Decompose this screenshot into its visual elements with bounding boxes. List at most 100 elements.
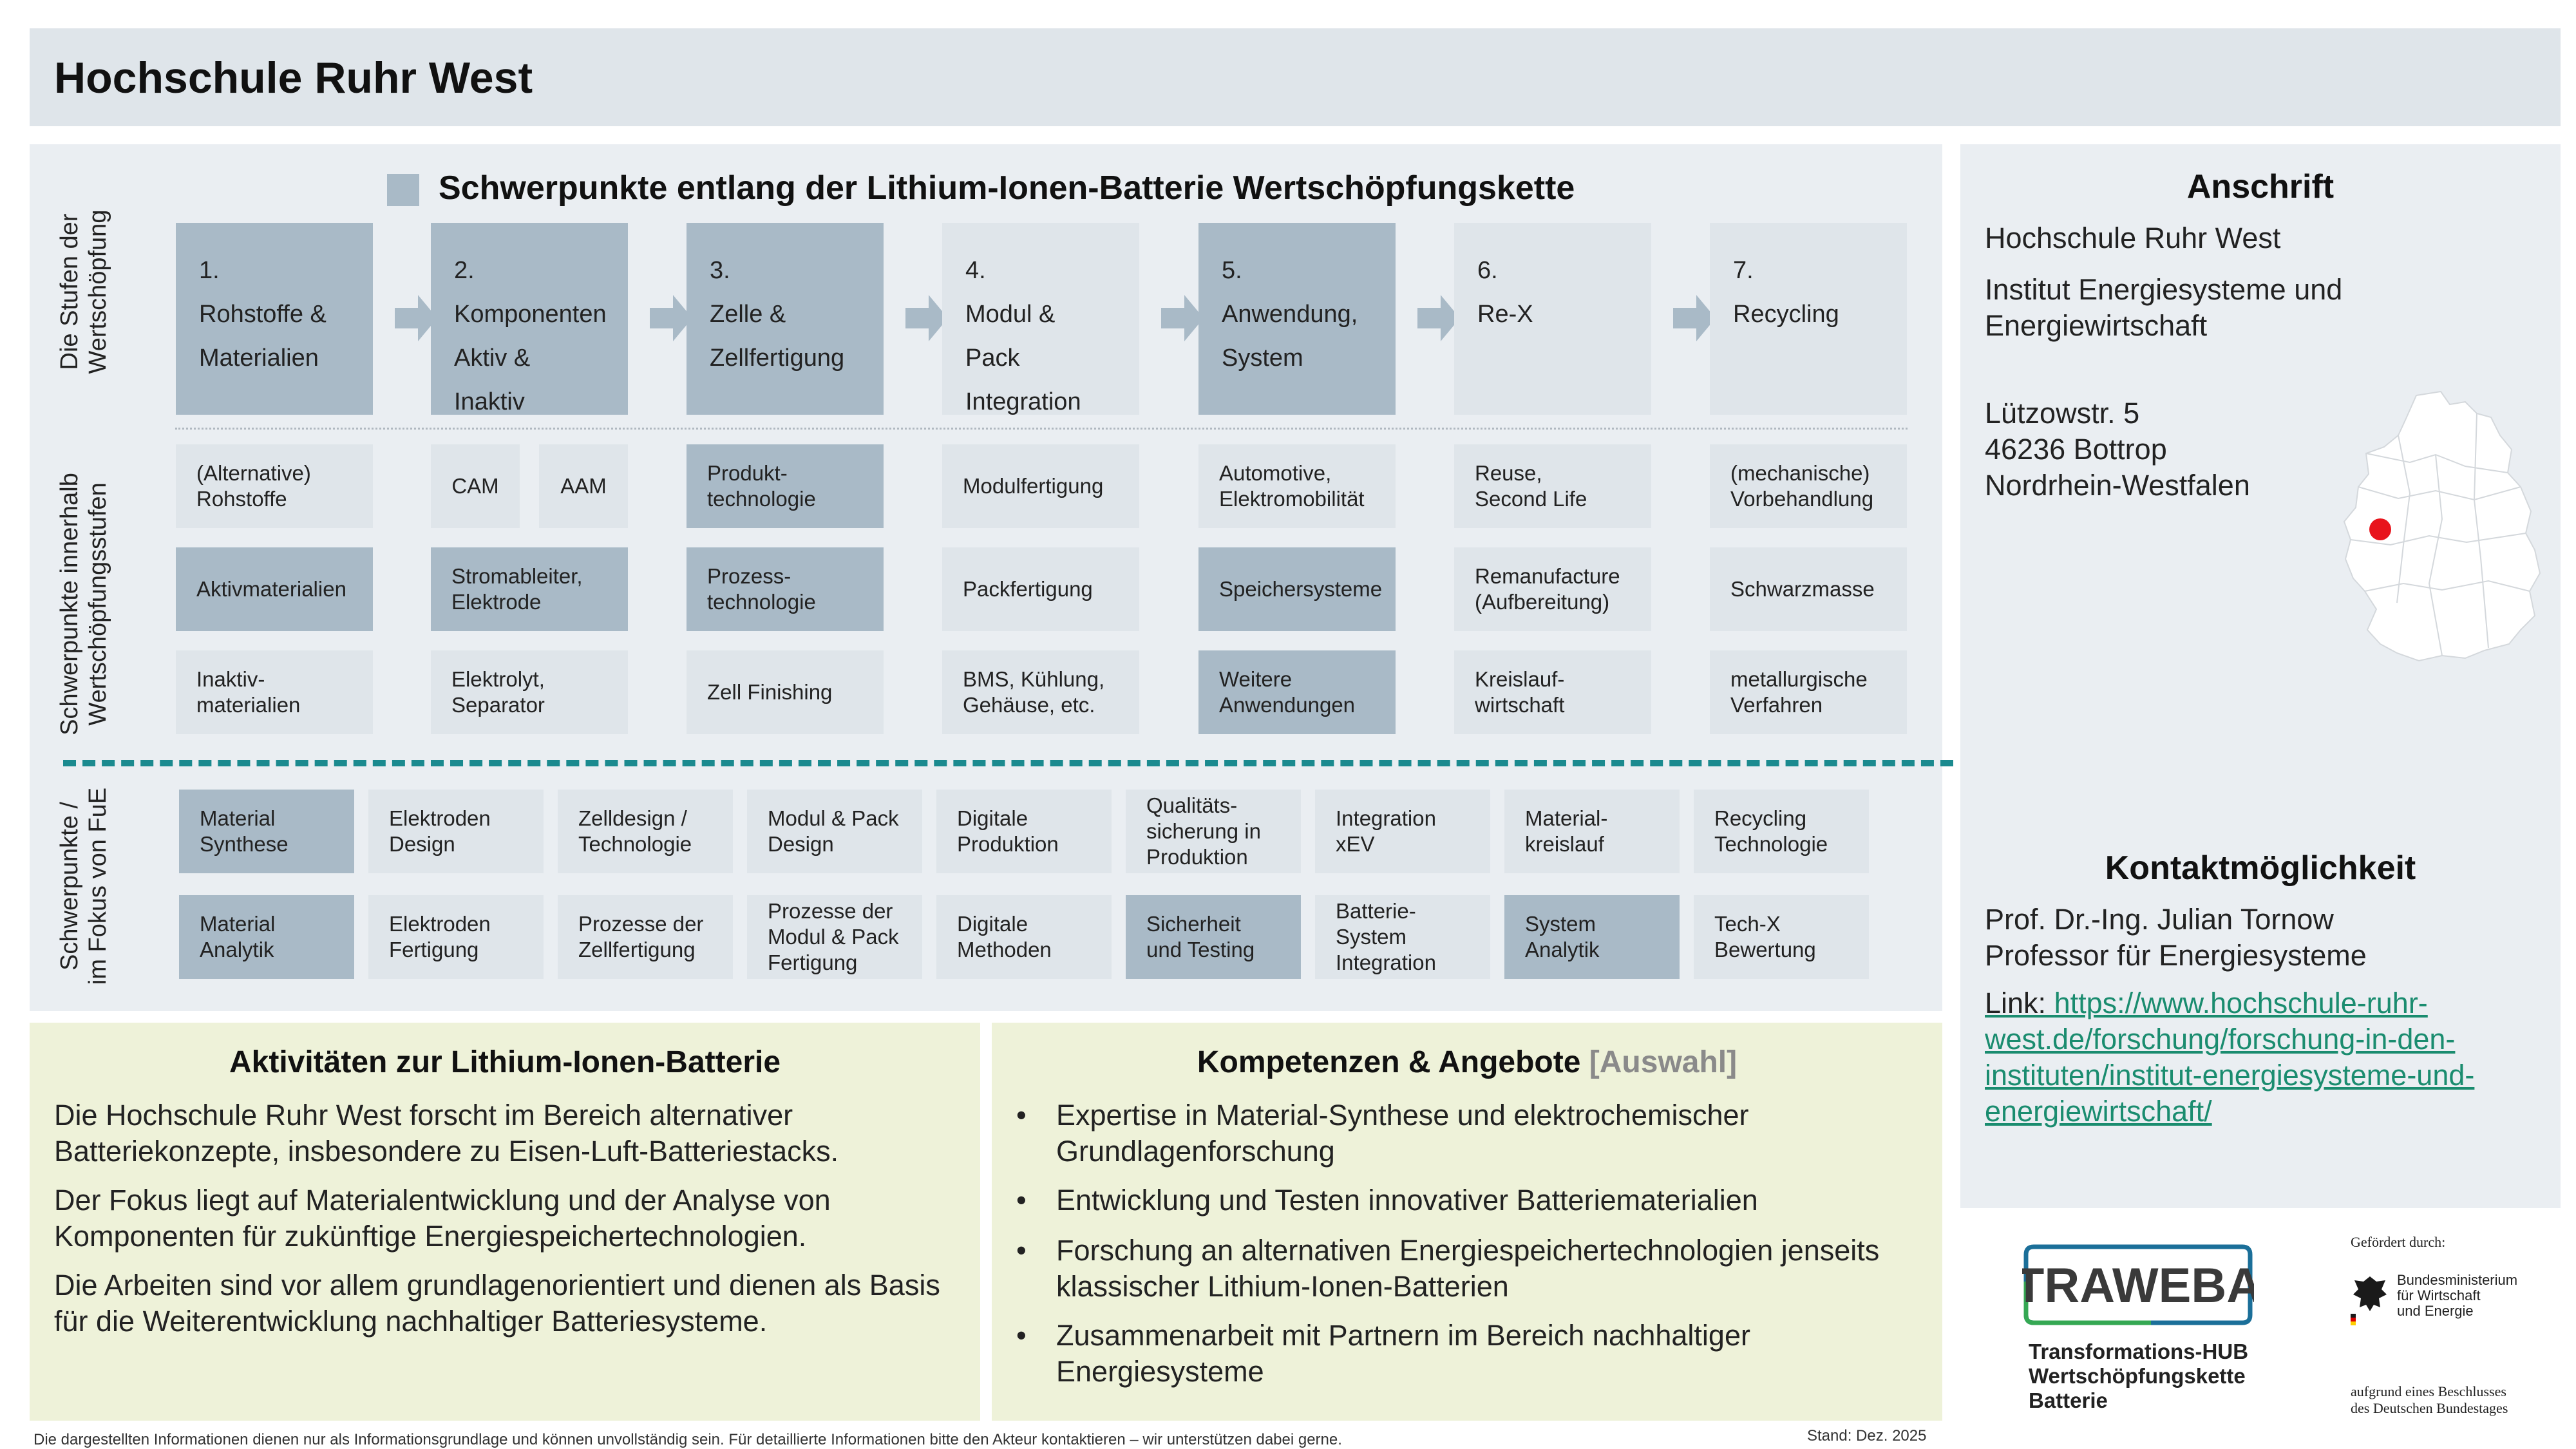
focus-cell: CAM <box>431 444 520 528</box>
focus-cell: BMS, Kühlung, Gehäuse, etc. <box>942 650 1139 734</box>
focus-cell-text: (mechanische) Vorbehandlung <box>1730 461 1874 511</box>
rnd-cell: Sicherheit und Testing <box>1126 895 1301 979</box>
competence-text: Forschung an alternativen Energiespeiche… <box>1056 1234 1880 1303</box>
competence-text: Zusammenarbeit mit Partnern im Bereich n… <box>1056 1319 1750 1388</box>
arrow-right-icon <box>1161 295 1204 341</box>
competence-text: Expertise in Material-Synthese und elekt… <box>1056 1099 1749 1168</box>
rnd-cell-text: System Analytik <box>1525 912 1600 961</box>
competence-item: • Zusammenarbeit mit Partnern im Bereich … <box>1016 1318 1931 1390</box>
location-marker <box>2369 518 2391 540</box>
bullet-icon: • <box>1016 1184 1027 1217</box>
rnd-cell-text: Zelldesign / Technologie <box>578 806 692 856</box>
focus-cell: Elektrolyt, Separator <box>431 650 628 734</box>
rnd-cell: Material Synthese <box>179 790 354 873</box>
ministry-name: Bundesministerium für Wirtschaft und Ene… <box>2397 1272 2518 1319</box>
rnd-cell: Digitale Produktion <box>936 790 1112 873</box>
link-label: Link: <box>1985 987 2054 1019</box>
bundestag-note: aufgrund eines Beschlusses des Deutschen… <box>2351 1383 2508 1416</box>
rnd-cell-text: Recycling Technologie <box>1714 806 1828 856</box>
arrow-right-icon <box>1417 295 1460 341</box>
focus-cell-text: Elektrolyt, Separator <box>451 667 545 717</box>
focus-cell: Produkt- technologie <box>687 444 884 528</box>
arrow-right-icon <box>650 295 692 341</box>
focus-cell-text: CAM <box>451 474 499 498</box>
stage-box: 5.Anwendung,System <box>1198 223 1396 415</box>
rnd-cell-text: Integration xEV <box>1336 806 1436 856</box>
rnd-cell-text: Batterie- System Integration <box>1336 899 1436 974</box>
focus-cell: AAM <box>539 444 628 528</box>
rnd-cell: Prozesse der Zellfertigung <box>558 895 733 979</box>
address-heading: Anschrift <box>2186 168 2334 205</box>
focus-cell: (Alternative) Rohstoffe <box>176 444 373 528</box>
focus-cell: Speichersysteme <box>1198 547 1396 631</box>
stand-date: Stand: Dez. 2025 <box>1807 1427 1927 1444</box>
page-title: Hochschule Ruhr West <box>54 53 533 102</box>
contact-person: Prof. Dr.-Ing. Julian Tornow Professor f… <box>1985 903 2367 972</box>
rnd-cell: Elektroden Design <box>368 790 544 873</box>
rnd-cell-text: Material Synthese <box>200 806 289 856</box>
activities-paragraph-1: Die Hochschule Ruhr West forscht im Bere… <box>54 1099 839 1168</box>
focus-cell: metallurgische Verfahren <box>1710 650 1907 734</box>
focus-cell: Schwarzmasse <box>1710 547 1907 631</box>
arrow-right-icon <box>905 295 948 341</box>
row-label-focus: Schwerpunkte innerhalb Wertschöpfungsstu… <box>56 473 111 735</box>
traweba-wordmark: TRAWEBA <box>2022 1258 2254 1313</box>
rnd-cell-text: Digitale Methoden <box>957 912 1052 961</box>
stage-box: 6.Re-X <box>1454 223 1651 415</box>
link-url[interactable]: https://www.hochschule-ruhr- west.de/for… <box>1985 987 2475 1128</box>
focus-cell: Inaktiv- materialien <box>176 650 373 734</box>
rnd-cell-text: Qualitäts- sicherung in Produktion <box>1146 793 1261 869</box>
rnd-cell: Zelldesign / Technologie <box>558 790 733 873</box>
org-name: Hochschule Ruhr West <box>1985 222 2281 254</box>
rnd-cell: Digitale Methoden <box>936 895 1112 979</box>
row-label-stages: Die Stufen der Wertschöpfung <box>56 209 111 374</box>
focus-cell: (mechanische) Vorbehandlung <box>1710 444 1907 528</box>
competences-panel: Kompetenzen & Angebote [Auswahl] • Expert… <box>992 1023 1942 1421</box>
arrow-right-icon <box>1673 295 1716 341</box>
focus-cell-text: Kreislauf- wirtschaft <box>1475 667 1565 717</box>
focus-cell: Aktivmaterialien <box>176 547 373 631</box>
rnd-cell: Material Analytik <box>179 895 354 979</box>
bullet-icon: • <box>1016 1319 1027 1352</box>
focus-cell: Reuse, Second Life <box>1454 444 1651 528</box>
focus-cell-text: AAM <box>560 474 607 498</box>
rnd-cell: System Analytik <box>1504 895 1680 979</box>
title-square-icon <box>387 174 419 206</box>
competences-heading-suffix: [Auswahl] <box>1589 1045 1738 1079</box>
stage-label: Komponenten <box>454 301 607 328</box>
funding-label: Gefördert durch: <box>2351 1234 2446 1250</box>
focus-cell-text: Inaktiv- materialien <box>196 667 301 717</box>
rnd-cell: Integration xEV <box>1315 790 1490 873</box>
rnd-cell-text: Material- kreislauf <box>1525 806 1608 856</box>
focus-cell: Stromableiter, Elektrode <box>431 547 628 631</box>
competences-heading-text: Kompetenzen & Angebote <box>1197 1045 1581 1079</box>
focus-cell-text: Aktivmaterialien <box>196 577 346 601</box>
focus-cell-text: Remanufacture (Aufbereitung) <box>1475 564 1620 614</box>
focus-cell-text: Automotive, Elektromobilität <box>1219 461 1365 511</box>
address-panel: Anschrift Hochschule Ruhr West Institut … <box>1960 144 2561 1208</box>
focus-cell-text: Produkt- technologie <box>707 461 816 511</box>
arrow-right-icon <box>395 295 437 341</box>
stage-box: 7.Recycling <box>1710 223 1907 415</box>
traweba-logo: TRAWEBA <box>2022 1244 2254 1325</box>
focus-cell-text: Stromableiter, Elektrode <box>451 564 583 614</box>
rnd-cell-text: Modul & Pack Design <box>768 806 899 856</box>
stage-number: 5. <box>1222 257 1242 284</box>
focus-cell: Prozess- technologie <box>687 547 884 631</box>
stage-label: Zelle & <box>710 301 786 328</box>
rnd-cell: Recycling Technologie <box>1694 790 1869 873</box>
focus-cell-text: Zell Finishing <box>707 680 833 704</box>
rnd-cell-text: Material Analytik <box>200 912 276 961</box>
rnd-cell: Qualitäts- sicherung in Produktion <box>1126 790 1301 873</box>
focus-cell-text: Prozess- technologie <box>707 564 816 614</box>
stage-number: 1. <box>199 257 220 284</box>
stage-number: 4. <box>965 257 986 284</box>
focus-cell: Modulfertigung <box>942 444 1139 528</box>
rnd-cell-text: Elektroden Fertigung <box>389 912 491 961</box>
stage-label: Modul & Pack <box>965 301 1056 372</box>
rnd-cell-text: Prozesse der Zellfertigung <box>578 912 704 961</box>
focus-cell: Packfertigung <box>942 547 1139 631</box>
website-link[interactable]: Link: https://www.hochschule-ruhr- west.… <box>1985 985 2513 1130</box>
